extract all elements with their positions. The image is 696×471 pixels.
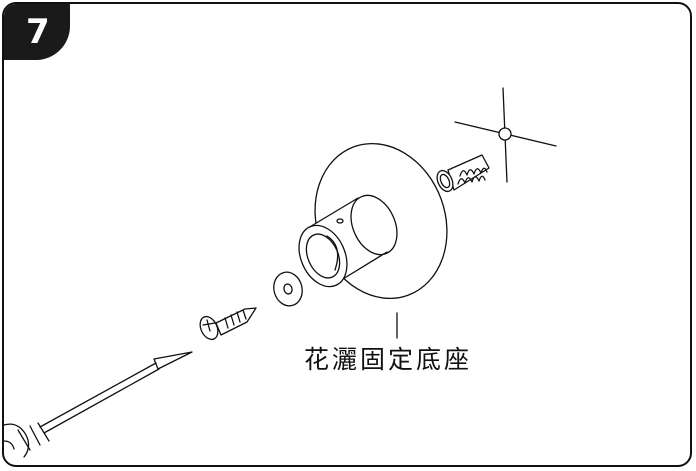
fixing-base-icon [298, 142, 448, 300]
step-number-badge: 7 [4, 4, 70, 60]
wall-anchor-icon [436, 154, 490, 193]
screw-icon [199, 307, 257, 341]
washer-icon [273, 271, 303, 307]
step-number: 7 [26, 12, 50, 52]
screwdriver-icon [3, 351, 193, 458]
wall-drill-point [454, 87, 557, 183]
fixing-base-label: 花灑固定底座 [304, 345, 473, 374]
